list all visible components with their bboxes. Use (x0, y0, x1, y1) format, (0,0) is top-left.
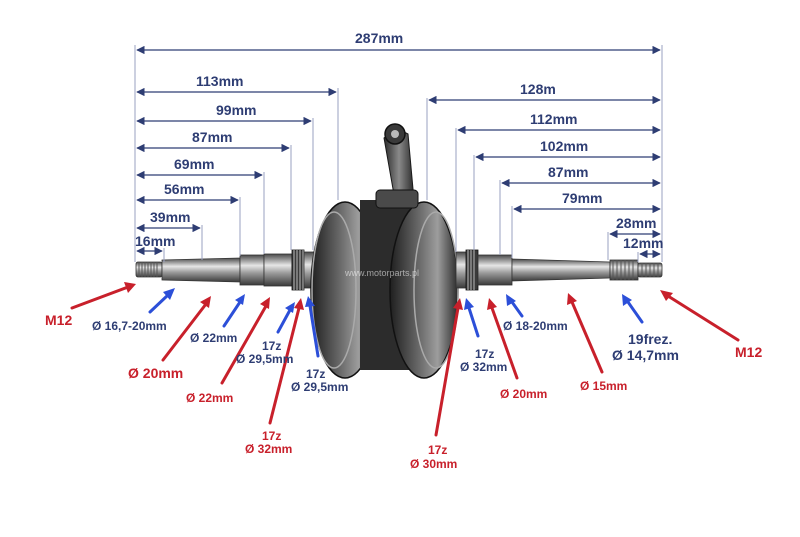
label-d20-left: Ø 20mm (128, 365, 183, 381)
dim-left-3: 69mm (136, 156, 263, 180)
label-d22-red: Ø 22mm (186, 391, 233, 405)
right-shaft (455, 249, 663, 291)
dim-right-2: 102mm (475, 138, 661, 162)
label-d30: Ø 30mm (410, 457, 457, 471)
label-d16-7-20: Ø 16,7-20mm (92, 319, 167, 333)
red-arrow-d20-right (487, 298, 519, 380)
callout-arrows (70, 282, 740, 437)
label-17z-a: 17z (262, 339, 281, 353)
dim-left-2-label: 87mm (192, 129, 232, 145)
blue-arrow-d18-20 (506, 294, 524, 318)
label-19frez: 19frez. (628, 331, 672, 347)
blue-arrow-17z-b (305, 296, 320, 358)
red-arrow-d22-red (220, 297, 270, 385)
dim-total-label: 287mm (355, 30, 403, 46)
label-17z-b: 17z (306, 367, 325, 381)
label-17z-d: 17z (428, 443, 447, 457)
dim-left-4: 56mm (136, 181, 239, 205)
label-d15: Ø 15mm (580, 379, 627, 393)
dim-right-4-label: 79mm (562, 190, 602, 206)
blue-arrow-17z-a (276, 302, 295, 334)
label-17z-c: 17z (262, 429, 281, 443)
callout-labels: M12 Ø 16,7-20mm Ø 20mm Ø 22mm Ø 22mm 17z… (45, 312, 762, 471)
crankshaft: www.motorparts.pl (135, 123, 663, 379)
label-m12-left: M12 (45, 312, 72, 328)
label-d14-7: Ø 14,7mm (612, 347, 679, 363)
red-arrow-d20-left (161, 296, 211, 362)
blue-arrow-d22-blue (222, 294, 245, 328)
label-m12-right: M12 (735, 344, 762, 360)
left-shaft (135, 249, 315, 291)
dim-right-3: 87mm (501, 164, 661, 188)
blue-arrow-d16-7 (148, 288, 175, 314)
dim-left-5: 39mm (136, 209, 201, 233)
dim-left-2: 87mm (136, 129, 290, 153)
dim-right-1: 112mm (457, 111, 661, 135)
blue-arrow-17z-e (464, 298, 480, 338)
dim-right-6: 12mm (623, 235, 663, 259)
red-arrow-17z-d (434, 298, 463, 437)
dim-right-6-label: 12mm (623, 235, 663, 251)
dim-left-3-label: 69mm (174, 156, 214, 172)
dim-total: 287mm (136, 30, 661, 55)
red-arrow-m12-left (70, 282, 136, 310)
label-17z-e: 17z (475, 347, 494, 361)
dim-right-5: 28mm (609, 215, 661, 239)
dim-right-2-label: 102mm (540, 138, 588, 154)
dim-left-1: 99mm (136, 102, 312, 126)
dim-left-1-label: 99mm (216, 102, 256, 118)
guide-lines (134, 45, 663, 262)
label-d29-5-a: Ø 29,5mm (236, 352, 293, 366)
label-d22-blue: Ø 22mm (190, 331, 237, 345)
label-d18-20: Ø 18-20mm (503, 319, 568, 333)
blue-arrow-frez (622, 294, 644, 324)
dim-left-6: 16mm (135, 233, 175, 256)
red-arrow-17z-c (268, 298, 304, 425)
dimension-lines: 287mm 113mm 99mm 87mm 69mm 56mm 39mm 16 (135, 30, 663, 259)
dim-right-4: 79mm (513, 190, 661, 214)
dim-left-0-label: 113mm (196, 73, 243, 89)
label-d20-right: Ø 20mm (500, 387, 547, 401)
label-d32-left: Ø 32mm (245, 442, 292, 456)
dim-right-1-label: 112mm (530, 111, 577, 127)
dim-left-6-label: 16mm (135, 233, 175, 249)
dim-right-5-label: 28mm (616, 215, 656, 231)
dim-left-5-label: 39mm (150, 209, 190, 225)
label-d29-5-b: Ø 29,5mm (291, 380, 348, 394)
dim-right-3-label: 87mm (548, 164, 588, 180)
crank-webs (310, 189, 459, 379)
label-d32-right: Ø 32mm (460, 360, 507, 374)
dim-left-0: 113mm (136, 73, 337, 97)
dim-left-4-label: 56mm (164, 181, 204, 197)
watermark: www.motorparts.pl (344, 268, 419, 278)
red-arrow-m12-right (660, 290, 740, 342)
red-arrow-d15 (567, 293, 604, 374)
dim-right-0-label: 128m (520, 81, 556, 97)
dim-right-0: 128m (428, 81, 661, 105)
